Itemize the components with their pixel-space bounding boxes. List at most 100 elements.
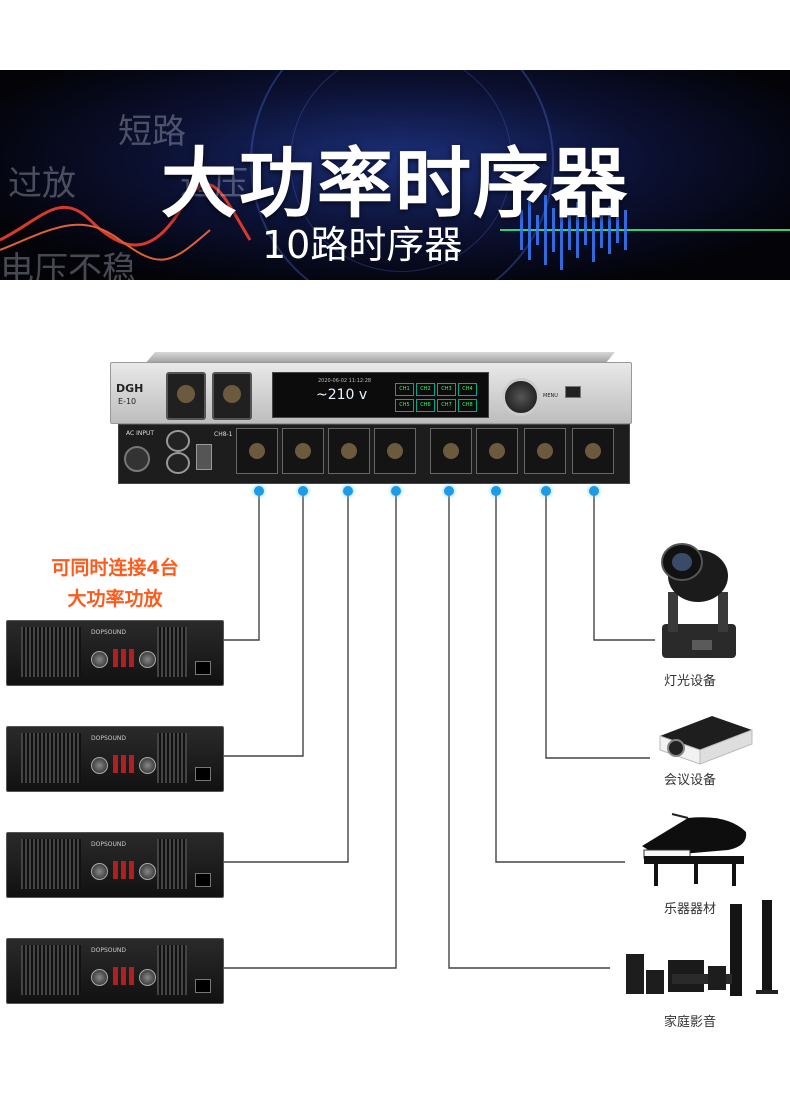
amp-vent [21, 733, 81, 783]
channel-indicator: CH1 [395, 383, 414, 396]
channel-indicator: CH7 [437, 399, 456, 412]
amp-callout-line2: 大功率功放 [67, 588, 163, 610]
amp-vent [21, 839, 81, 889]
bg-word-unstable-voltage: 电压不稳 [0, 250, 136, 280]
bg-word-overvoltage: 过压 [180, 164, 248, 204]
amp-vent [157, 839, 187, 889]
amp-brand: DOPSOUND [91, 841, 126, 848]
ac-input-connector [124, 446, 150, 472]
device-model: E-10 [118, 397, 137, 406]
amp-power-switch [195, 979, 211, 993]
amp-brand: DOPSOUND [91, 735, 126, 742]
amp-callout-line1: 可同时连接4台 [51, 557, 179, 579]
amp-knob [139, 969, 156, 986]
wire-ch7-projector [545, 492, 650, 759]
front-outlet-2 [212, 372, 252, 420]
amp-vent [21, 945, 81, 995]
moving-head-light-icon [661, 543, 736, 658]
menu-button [565, 386, 581, 398]
connector-dot-ch7 [541, 486, 551, 496]
menu-label: MENU [543, 393, 558, 399]
amp-meter [129, 861, 134, 879]
device-brand: DGH [116, 382, 144, 395]
projector-icon [659, 716, 753, 765]
bg-word-short-circuit: 短路 [118, 112, 186, 152]
channel-range-label: CH8-1 [214, 431, 233, 438]
amplifier-4: DOPSOUND [6, 938, 224, 1004]
equipment-label-instruments: 乐器器材 [664, 902, 717, 917]
rear-outlet-ch4 [374, 428, 416, 474]
amp-power-switch [195, 661, 211, 675]
amp-knob [139, 757, 156, 774]
amp-vent [21, 627, 81, 677]
amp-knob [91, 651, 108, 668]
amp-brand: DOPSOUND [91, 629, 126, 636]
rs232-port [196, 444, 212, 470]
control-knob [502, 378, 540, 416]
amp-knob [91, 757, 108, 774]
amp-meter [113, 861, 118, 879]
hero-banner: 短路 过放 过压 电压不稳 大功率时序器 10路时序器 [0, 70, 790, 280]
device-display [272, 372, 489, 418]
wire-ch4-amp4 [224, 492, 397, 969]
channel-indicator: CH6 [416, 399, 435, 412]
rear-outlet-ch2 [282, 428, 324, 474]
wire-ch3-amp3 [224, 492, 349, 863]
connector-dot-ch2 [298, 486, 308, 496]
amp-meter [121, 755, 126, 773]
connector-dot-ch8 [589, 486, 599, 496]
connector-dot-ch5 [444, 486, 454, 496]
banner-glow-ring-inner [290, 70, 512, 272]
amp-meter [129, 649, 134, 667]
connector-dot-ch6 [491, 486, 501, 496]
amp-knob [139, 651, 156, 668]
amp-meter [113, 649, 118, 667]
rear-outlet-ch8 [572, 428, 614, 474]
channel-indicator: CH4 [458, 383, 477, 396]
amp-vent [157, 733, 187, 783]
display-voltage: ~210 v [316, 387, 368, 403]
amp-knob [91, 969, 108, 986]
rear-outlet-ch3 [328, 428, 370, 474]
banner-waveforms [0, 182, 790, 270]
rear-outlet-ch7 [524, 428, 566, 474]
wire-ch6-piano [495, 492, 625, 863]
amp-meter [121, 861, 126, 879]
power-connector-bottom [166, 452, 190, 474]
banner-glow-ring [250, 70, 554, 280]
home-theater-speakers-icon [626, 900, 778, 996]
amplifier-3: DOPSOUND [6, 832, 224, 898]
power-connector-top [166, 430, 190, 452]
amplifier-2: DOPSOUND [6, 726, 224, 792]
amp-power-switch [195, 767, 211, 781]
amplifier-1: DOPSOUND [6, 620, 224, 686]
connector-dot-ch3 [343, 486, 353, 496]
amp-vent [157, 945, 187, 995]
front-outlet-1 [166, 372, 206, 420]
equipment-label-lighting: 灯光设备 [664, 674, 717, 689]
rear-outlet-ch5 [430, 428, 472, 474]
connector-dot-ch4 [391, 486, 401, 496]
channel-indicator: CH2 [416, 383, 435, 396]
amp-knob [139, 863, 156, 880]
display-date: 2020-06-02 11:12:28 [318, 378, 372, 384]
wire-ch2-amp2 [224, 492, 304, 757]
equipment-label-home-av: 家庭影音 [664, 1015, 717, 1030]
rear-outlet-ch1 [236, 428, 278, 474]
amp-meter [129, 967, 134, 985]
amp-meter [121, 649, 126, 667]
ac-input-label: AC INPUT [126, 430, 155, 437]
channel-indicator: CH3 [437, 383, 456, 396]
bg-word-over-discharge: 过放 [8, 164, 76, 204]
amp-meter [113, 967, 118, 985]
amp-vent [157, 627, 187, 677]
amp-power-switch [195, 873, 211, 887]
channel-indicator: CH5 [395, 399, 414, 412]
amp-brand: DOPSOUND [91, 947, 126, 954]
amp-meter [121, 967, 126, 985]
channel-indicator: CH8 [458, 399, 477, 412]
wire-ch1-amp1 [224, 492, 260, 641]
amp-knob [91, 863, 108, 880]
equipment-label-conference: 会议设备 [664, 773, 717, 788]
